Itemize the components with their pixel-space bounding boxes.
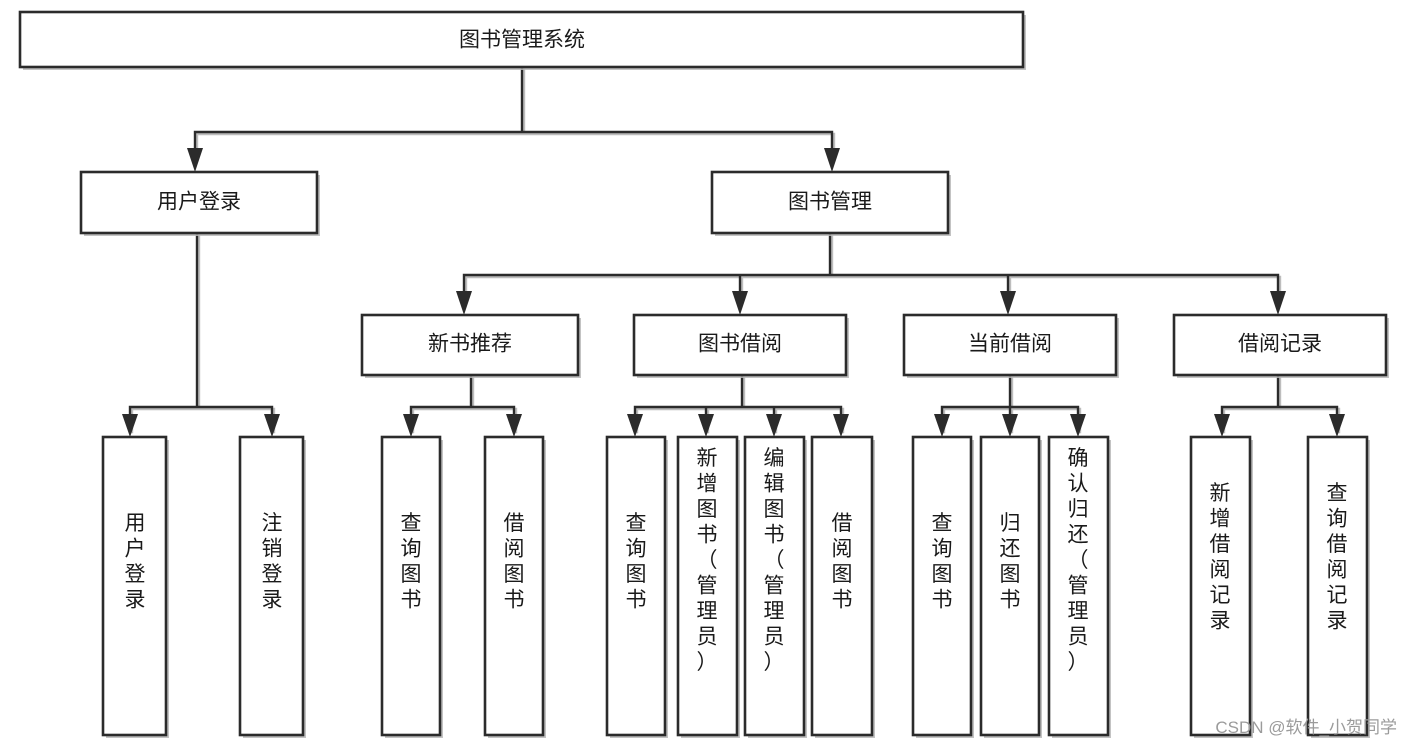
arrow-leaf-user-login: [122, 414, 138, 437]
node-book-manage[interactable]: 图书管理: [710, 170, 951, 236]
leaf-user-logout-label: 注销登录: [262, 512, 283, 612]
leaf-query-book-1-box[interactable]: [380, 435, 442, 737]
leaf-borrow-book-2-label: 借阅图书: [832, 512, 853, 612]
leaf-query-book-3-box[interactable]: [911, 435, 973, 737]
leaf-add-book-label: 新增图书（管理员）: [697, 447, 718, 674]
node-root[interactable]: 图书管理系统: [18, 10, 1026, 70]
current-borrow-label: 当前借阅: [968, 333, 1052, 356]
root-box[interactable]: [18, 10, 1025, 69]
arrow-new-book-rec: [456, 291, 472, 315]
leaf-query-book-3-label: 查询图书: [932, 512, 953, 612]
leaf-borrow-book-2-box[interactable]: [810, 435, 874, 737]
root-label: 图书管理系统: [459, 29, 585, 52]
leaf-edit-book-label: 编辑图书（管理员）: [764, 447, 785, 674]
leaf-user-logout-box[interactable]: [238, 435, 305, 737]
leaf-query-record-label: 查询借阅记录: [1327, 482, 1348, 633]
leaf-query-book-2-box[interactable]: [605, 435, 667, 737]
node-leaf-add-book[interactable]: 新增图书（管理员）: [676, 435, 740, 738]
node-leaf-query-book-2[interactable]: 查询图书: [605, 435, 668, 738]
node-leaf-user-logout[interactable]: 注销登录: [238, 435, 306, 738]
leaf-add-book-box[interactable]: [676, 435, 739, 737]
connector-current-borrow-to-leaves: [934, 374, 1086, 437]
leaf-add-record-box[interactable]: [1189, 435, 1252, 737]
node-leaf-query-book-1[interactable]: 查询图书: [380, 435, 443, 738]
node-leaf-edit-book[interactable]: 编辑图书（管理员）: [743, 435, 807, 738]
user-login-box[interactable]: [79, 170, 319, 235]
arrow-leaf-borrow-book-1: [506, 414, 522, 437]
leaf-borrow-book-1-box[interactable]: [483, 435, 545, 737]
leaf-nodes: 用户登录 注销登录 查询图书 借阅图书 查询图书: [101, 435, 1370, 738]
node-leaf-return-book[interactable]: 归还图书: [979, 435, 1042, 738]
node-leaf-borrow-book-1[interactable]: 借阅图书: [483, 435, 546, 738]
arrow-leaf-add-record: [1214, 414, 1230, 437]
arrow-leaf-edit-book: [766, 414, 782, 437]
leaf-edit-book-box[interactable]: [743, 435, 806, 737]
node-book-borrow[interactable]: 图书借阅: [632, 313, 849, 378]
new-book-rec-label: 新书推荐: [428, 333, 512, 356]
node-leaf-query-book-3[interactable]: 查询图书: [911, 435, 974, 738]
node-leaf-user-login[interactable]: 用户登录: [101, 435, 169, 738]
arrow-user-login: [187, 148, 203, 172]
arrow-leaf-borrow-book-2: [833, 414, 849, 437]
arrow-leaf-query-book-3: [934, 414, 950, 437]
node-leaf-add-record[interactable]: 新增借阅记录: [1189, 435, 1253, 738]
new-book-rec-box[interactable]: [360, 313, 580, 377]
leaf-borrow-book-1-label: 借阅图书: [504, 512, 525, 612]
connector-user-login-to-leaves: [122, 232, 280, 437]
current-borrow-box[interactable]: [902, 313, 1118, 377]
node-new-book-rec[interactable]: 新书推荐: [360, 313, 581, 378]
borrow-record-box[interactable]: [1172, 313, 1388, 377]
csdn-watermark: CSDN @软件_小贺同学: [1215, 718, 1397, 737]
leaf-query-record-box[interactable]: [1306, 435, 1369, 737]
arrow-book-manage: [824, 148, 840, 172]
arrow-leaf-confirm-return: [1070, 414, 1086, 437]
borrow-record-label: 借阅记录: [1238, 333, 1322, 356]
user-login-label: 用户登录: [157, 191, 241, 214]
arrow-leaf-query-book-1: [403, 414, 419, 437]
book-borrow-box[interactable]: [632, 313, 848, 377]
leaf-return-book-box[interactable]: [979, 435, 1041, 737]
arrow-book-borrow: [732, 291, 748, 315]
arrow-leaf-return-book: [1002, 414, 1018, 437]
arrow-leaf-add-book: [698, 414, 714, 437]
arrow-leaf-user-logout: [264, 414, 280, 437]
leaf-add-record-label: 新增借阅记录: [1210, 482, 1231, 633]
connector-borrow-record-to-leaves: [1214, 374, 1345, 437]
node-user-login[interactable]: 用户登录: [79, 170, 320, 236]
book-manage-label: 图书管理: [788, 191, 872, 214]
leaf-confirm-return-label: 确认归还（管理员）: [1068, 447, 1089, 674]
leaf-user-login-label: 用户登录: [125, 512, 146, 612]
leaf-query-book-2-label: 查询图书: [626, 512, 647, 612]
node-leaf-confirm-return[interactable]: 确认归还（管理员）: [1047, 435, 1111, 738]
arrow-leaf-query-record: [1329, 414, 1345, 437]
node-leaf-borrow-book-2[interactable]: 借阅图书: [810, 435, 875, 738]
connector-new-book-rec-to-leaves: [403, 374, 522, 437]
arrow-borrow-record: [1270, 291, 1286, 315]
arrow-leaf-query-book-2: [627, 414, 643, 437]
connector-root-to-level2: [187, 66, 840, 172]
arrow-current-borrow: [1000, 291, 1016, 315]
leaf-user-login-box[interactable]: [101, 435, 168, 737]
node-borrow-record[interactable]: 借阅记录: [1172, 313, 1389, 378]
connector-shadows: [130, 68, 1341, 434]
leaf-confirm-return-box[interactable]: [1047, 435, 1110, 737]
book-borrow-label: 图书借阅: [698, 333, 782, 356]
leaf-return-book-label: 归还图书: [1000, 512, 1021, 612]
leaf-query-book-1-label: 查询图书: [401, 512, 422, 612]
connector-book-manage-to-level3: [456, 232, 1286, 315]
connector-book-borrow-to-leaves: [627, 374, 849, 437]
book-manage-box[interactable]: [710, 170, 950, 235]
node-leaf-query-record[interactable]: 查询借阅记录: [1306, 435, 1370, 738]
node-current-borrow[interactable]: 当前借阅: [902, 313, 1119, 378]
